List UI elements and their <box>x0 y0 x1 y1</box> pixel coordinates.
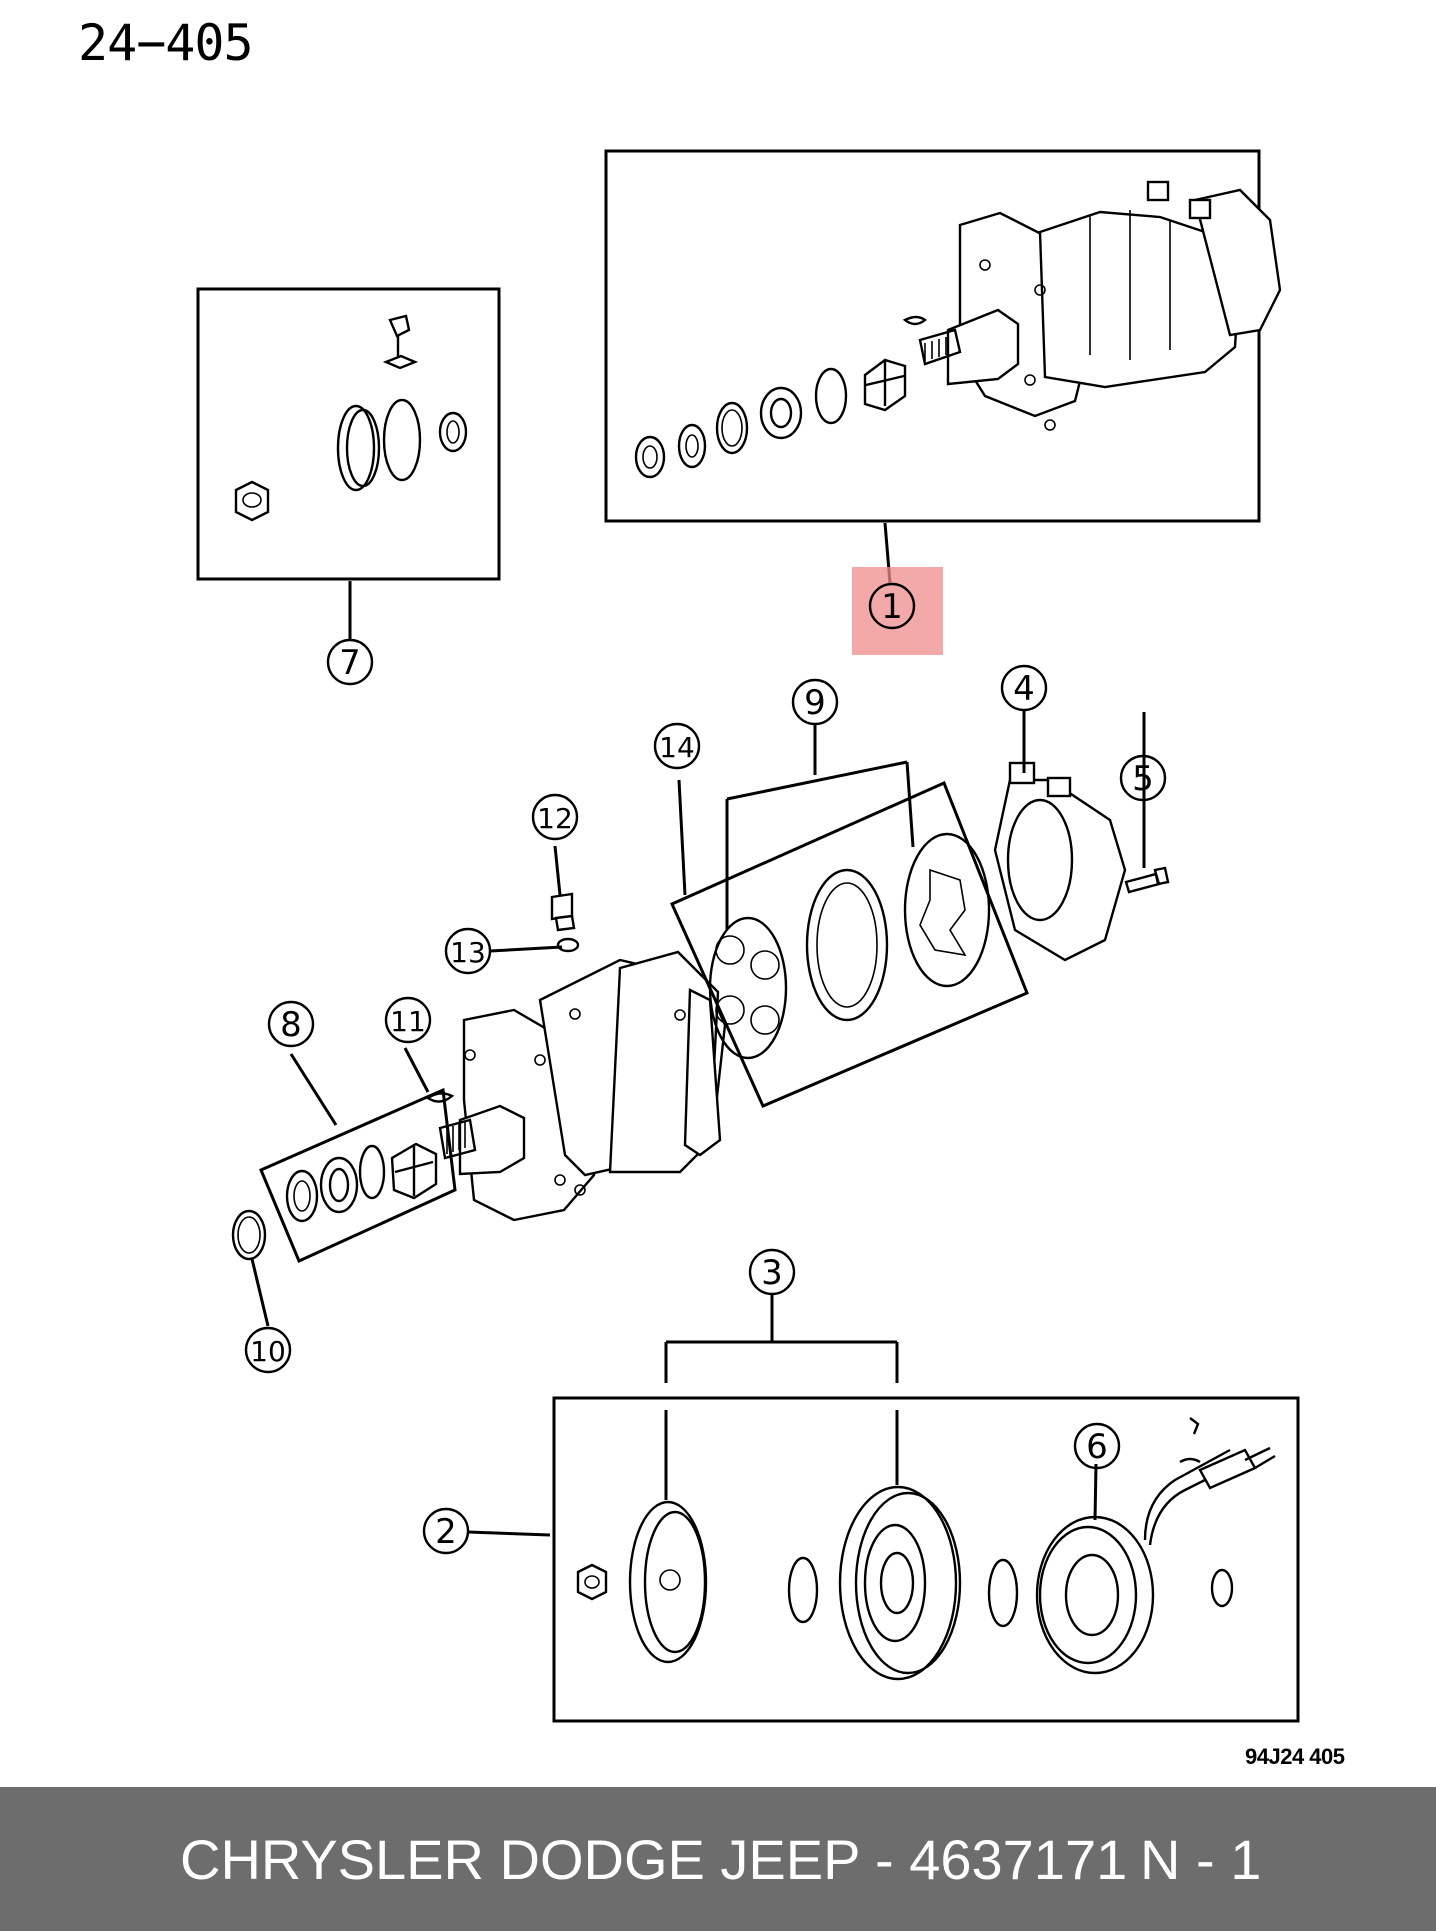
svg-text:11: 11 <box>390 1005 426 1038</box>
callout-3[interactable]: 3 <box>748 1248 796 1296</box>
callout-14[interactable]: 14 <box>653 722 701 770</box>
callout-9[interactable]: 9 <box>791 678 839 726</box>
callout-11[interactable]: 11 <box>384 996 432 1044</box>
svg-text:3: 3 <box>761 1253 783 1293</box>
svg-text:9: 9 <box>804 683 826 723</box>
svg-text:10: 10 <box>250 1335 286 1368</box>
svg-text:5: 5 <box>1132 759 1154 799</box>
svg-text:6: 6 <box>1086 1427 1108 1467</box>
svg-text:2: 2 <box>435 1512 457 1552</box>
callout-5[interactable]: 5 <box>1119 754 1167 802</box>
callouts: 1 2 3 4 5 6 7 8 9 10 11 12 13 14 <box>244 567 1167 1555</box>
callout-12[interactable]: 12 <box>531 793 579 841</box>
exploded-parts-diagram: 1 2 3 4 5 6 7 8 9 10 11 12 13 14 <box>196 149 1300 1723</box>
callout-13[interactable]: 13 <box>444 927 492 975</box>
callout-8[interactable]: 8 <box>267 1000 315 1048</box>
svg-text:1: 1 <box>881 587 903 627</box>
callout-6[interactable]: 6 <box>1073 1422 1121 1470</box>
callout-10[interactable]: 10 <box>244 1326 292 1374</box>
footer-bar: CHRYSLER DODGE JEEP - 4637171 N - 1 <box>0 1787 1436 1931</box>
drawing-code: 94J24 405 <box>1245 1744 1345 1769</box>
svg-text:7: 7 <box>339 643 361 683</box>
callout-7[interactable]: 7 <box>326 638 374 686</box>
callout-2[interactable]: 2 <box>422 1507 470 1555</box>
svg-text:14: 14 <box>659 731 695 764</box>
clutch-assembly-box <box>552 1396 1300 1723</box>
footer-page-label: N - 1 <box>1140 1828 1262 1891</box>
svg-text:8: 8 <box>280 1005 302 1045</box>
page-code: 24−405 <box>78 14 254 72</box>
compressor-assembly-box <box>604 149 1282 523</box>
svg-text:13: 13 <box>450 936 486 969</box>
callout-1-highlight <box>852 567 943 655</box>
callout-4[interactable]: 4 <box>1000 664 1048 712</box>
seal-kit-box <box>196 287 501 581</box>
footer-part-number: CHRYSLER DODGE JEEP - 4637171 <box>180 1828 1128 1891</box>
callout-1[interactable]: 1 <box>868 582 916 630</box>
svg-text:4: 4 <box>1013 669 1035 709</box>
svg-text:12: 12 <box>537 802 573 835</box>
compressor-exploded-view <box>231 761 1170 1264</box>
